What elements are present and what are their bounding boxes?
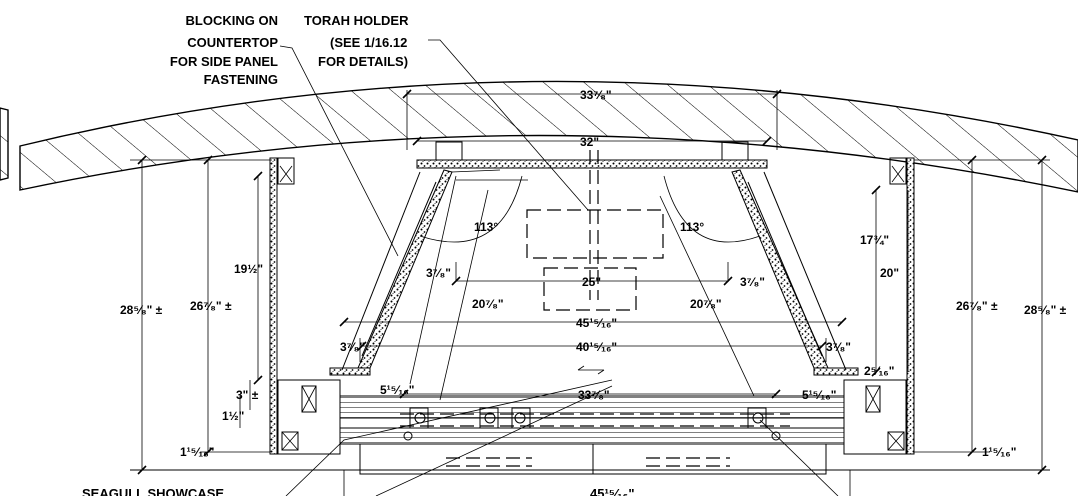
svg-text:(SEE 1/16.12: (SEE 1/16.12	[330, 35, 407, 50]
dim-25: 25"	[582, 275, 601, 289]
dim-angle-left: 113°	[474, 220, 498, 234]
callout-leaders	[279, 39, 839, 496]
dim-3-right: 3⁷⁄₈"	[740, 275, 765, 289]
dim-45: 45¹⁵⁄₁₆"	[576, 316, 617, 330]
dim-5-right: 5¹⁵⁄₁₆"	[802, 388, 836, 402]
callout-blocking: BLOCKING ON COUNTERTOP FOR SIDE PANEL FA…	[170, 13, 278, 87]
dim-3-pm: 3" ±	[236, 388, 259, 402]
right-side-panel	[906, 157, 915, 455]
svg-text:BLOCKING ON: BLOCKING ON	[186, 13, 278, 28]
dim-top-32: 32"	[580, 135, 599, 149]
dim-3-lower-right: 3⁷⁄₈"	[826, 340, 851, 354]
right-ledge	[813, 367, 859, 376]
dim-1-right: 1¹⁵⁄₁₆"	[982, 445, 1016, 459]
svg-text:TORAH HOLDER: TORAH HOLDER	[304, 13, 409, 28]
left-side-panel	[269, 157, 278, 455]
right-angled-panel	[731, 169, 829, 369]
dim-19: 19½"	[234, 262, 263, 276]
dim-2: 2⁵⁄₁₆"	[864, 364, 894, 378]
dim-3-lower-left: 3⁷⁄₈"	[340, 340, 365, 354]
svg-text:FASTENING: FASTENING	[204, 72, 278, 87]
dim-17: 17¾"	[860, 233, 889, 247]
dim-3-left: 3⁷⁄₈"	[426, 266, 451, 280]
dim-40: 40¹⁵⁄₁₆"	[576, 340, 617, 354]
dim-angle-right: 113°	[680, 220, 704, 234]
left-ledge	[329, 367, 371, 376]
dim-top-33: 33⁷⁄₈"	[580, 88, 612, 102]
callout-bottom-dim: 45¹⁵⁄₁₆"	[590, 486, 635, 496]
dim-26-right: 26⁷⁄₈" ±	[956, 299, 998, 313]
dim-20-diag-left: 20⁷⁄₈"	[472, 297, 504, 311]
svg-text:COUNTERTOP: COUNTERTOP	[187, 35, 278, 50]
svg-text:FOR SIDE PANEL: FOR SIDE PANEL	[170, 54, 278, 69]
arch-fragment-left	[0, 107, 9, 181]
callout-seagull: SEAGULL SHOWCASE	[82, 486, 224, 496]
dim-5-left: 5¹⁵⁄₁₆"	[380, 383, 414, 397]
callout-torah-holder: TORAH HOLDER (SEE 1/16.12 FOR DETAILS)	[304, 13, 409, 69]
dim-1-left: 1¹⁵⁄₁₆"	[180, 445, 214, 459]
dim-20-right: 20"	[880, 266, 899, 280]
dim-28-right: 28⁵⁄₈" ±	[1024, 303, 1067, 317]
dim-33-lower: 33⁷⁄₈"	[578, 388, 610, 402]
arch-beam	[19, 80, 1078, 193]
svg-text:FOR DETAILS): FOR DETAILS)	[318, 54, 408, 69]
dim-28-left: 28⁵⁄₈" ±	[120, 303, 163, 317]
dim-1-half: 1½"	[222, 409, 244, 423]
top-panel	[416, 159, 768, 169]
dim-20-diag-right: 20⁷⁄₈"	[690, 297, 722, 311]
dim-26-left: 26⁷⁄₈" ±	[190, 299, 232, 313]
